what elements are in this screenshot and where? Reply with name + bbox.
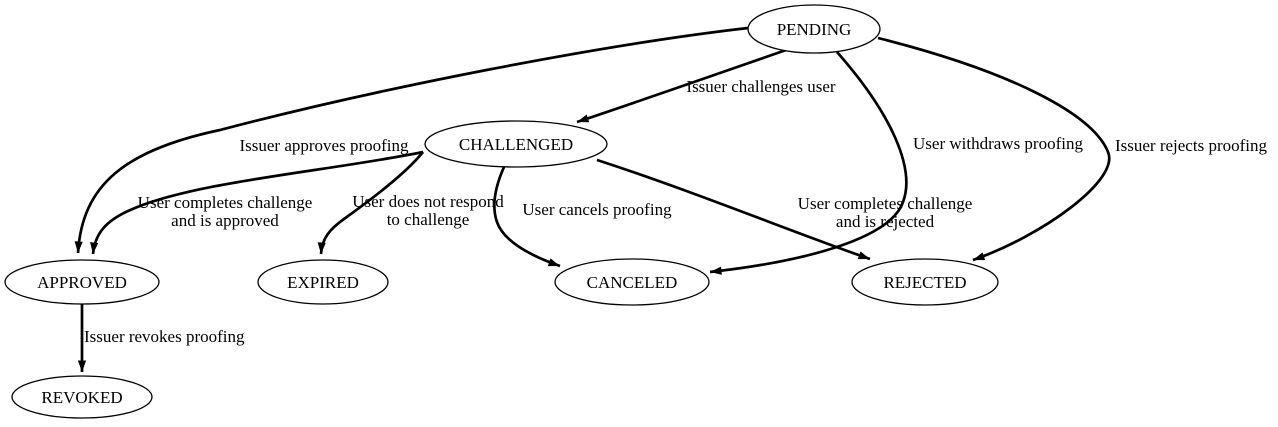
edge-challenged-canceled [493, 166, 561, 268]
edge-challenged-approved-label-line1: User completes challenge [138, 193, 313, 212]
node-canceled: CANCELED [554, 258, 710, 306]
node-rejected-label: REJECTED [883, 273, 966, 292]
node-pending-shape [747, 4, 881, 54]
edge-challenged-expired [317, 151, 425, 255]
node-approved-shape [4, 259, 160, 305]
edge-pending-canceled-label: User withdraws proofing [913, 134, 1083, 153]
node-rejected-shape [851, 258, 999, 306]
edge-challenged-expired-label-line1: User does not respond [352, 192, 504, 211]
edge-pending-canceled [709, 51, 908, 275]
node-challenged-shape [424, 120, 608, 168]
node-revoked: REVOKED [11, 375, 153, 419]
edge-challenged-canceled-label: User cancels proofing [522, 200, 672, 219]
node-pending: PENDING [747, 4, 881, 54]
edge-pending-challenged [576, 47, 790, 124]
edge-pending-challenged-label: Issuer challenges user [686, 77, 836, 96]
node-canceled-label: CANCELED [587, 273, 678, 292]
node-challenged: CHALLENGED [424, 120, 608, 168]
node-challenged-label: CHALLENGED [459, 135, 573, 154]
edge-challenged-rejected-label-line2: and is rejected [836, 212, 935, 231]
edges-layer: Issuer challenges user Issuer approves p… [74, 26, 1268, 372]
edge-approved-revoked-label: Issuer revokes proofing [84, 327, 245, 346]
edge-challenged-approved [90, 150, 424, 255]
node-revoked-label: REVOKED [41, 388, 122, 407]
node-rejected: REJECTED [851, 258, 999, 306]
edge-pending-approved [74, 26, 749, 254]
edge-challenged-rejected-label-line1: User completes challenge [798, 194, 973, 213]
edge-challenged-expired-label-line2: to challenge [387, 210, 470, 229]
nodes-layer: PENDING CHALLENGED APPROVED EXPIRED CANC… [4, 4, 999, 419]
edge-pending-approved-label: Issuer approves proofing [239, 136, 409, 155]
node-expired-shape [257, 259, 389, 305]
node-pending-label: PENDING [777, 20, 852, 39]
node-approved-label: APPROVED [37, 273, 127, 292]
edge-challenged-rejected [596, 158, 871, 261]
node-revoked-shape [11, 375, 153, 419]
node-approved: APPROVED [4, 259, 160, 305]
node-expired: EXPIRED [257, 259, 389, 305]
edge-pending-rejected-label: Issuer rejects proofing [1115, 136, 1268, 155]
edge-pending-rejected [877, 36, 1111, 262]
node-expired-label: EXPIRED [287, 273, 359, 292]
edge-challenged-approved-label-line2: and is approved [171, 211, 279, 230]
node-canceled-shape [554, 258, 710, 306]
